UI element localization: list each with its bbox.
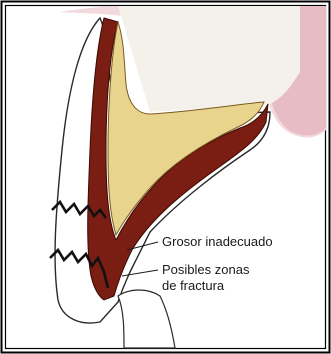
tooth-root-area [118, 6, 300, 112]
lingual-porcelain [118, 290, 175, 348]
label-thickness: Grosor inadecuado [162, 234, 273, 249]
label-fracture-line1: Posibles zonas [162, 262, 250, 277]
label-fracture-line2: de fractura [162, 278, 225, 293]
